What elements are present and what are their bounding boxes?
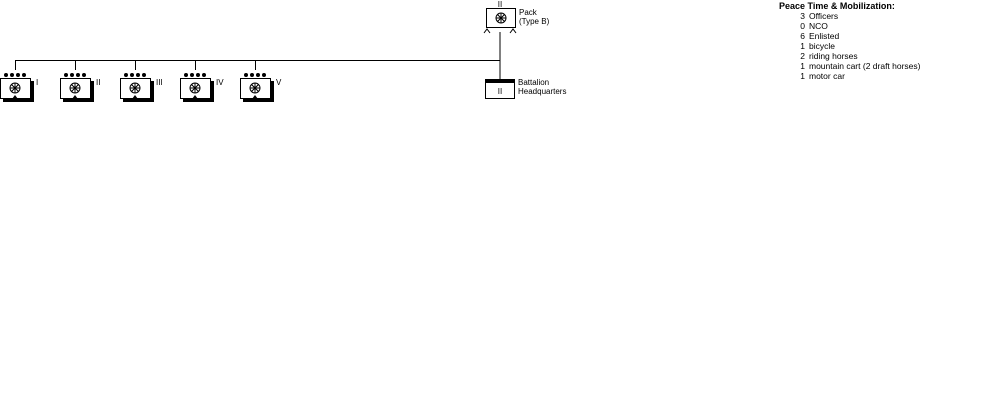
- org-lines: [15, 32, 501, 80]
- strength-row: 1 motor car: [779, 71, 921, 81]
- battery-label: V: [276, 78, 282, 87]
- wheel-icon: [189, 82, 201, 94]
- pack-mark-icon: [252, 95, 258, 99]
- battery-5: V: [240, 73, 282, 102]
- unit-label-line1: Pack: [519, 8, 538, 17]
- hq-band: [485, 79, 515, 83]
- parent-unit: II Pack (Type B): [483, 0, 550, 34]
- strength-table: Peace Time & Mobilization: 3 Officers 0 …: [779, 1, 921, 81]
- strength-item: Officers: [809, 11, 839, 21]
- strength-count: 2: [800, 51, 805, 61]
- strength-item: bicycle: [809, 41, 835, 51]
- strength-count: 1: [800, 61, 805, 71]
- strength-count: 1: [800, 71, 805, 81]
- battery-label: II: [96, 78, 100, 87]
- pack-mark-icon: [192, 95, 198, 99]
- strength-count: 0: [800, 21, 805, 31]
- pack-mark-icon: [12, 95, 18, 99]
- battalion-hq: II Battalion Headquarters: [485, 78, 566, 99]
- pack-legs-icon: [483, 28, 517, 34]
- battery-size-dots: [184, 73, 206, 77]
- wheel-icon: [69, 82, 81, 94]
- battery-1: I: [0, 73, 38, 102]
- strength-item: motor car: [809, 71, 845, 81]
- strength-row: 1 mountain cart (2 draft horses): [779, 61, 921, 71]
- strength-count: 1: [800, 41, 805, 51]
- strength-item: NCO: [809, 21, 828, 31]
- strength-item: mountain cart (2 draft horses): [809, 61, 921, 71]
- battery-4: IV: [180, 73, 224, 102]
- strength-title: Peace Time & Mobilization:: [779, 1, 895, 11]
- hq-label-line2: Headquarters: [518, 87, 566, 96]
- strength-row: 1 bicycle: [779, 41, 921, 51]
- battery-size-dots: [124, 73, 146, 77]
- wheel-icon: [249, 82, 261, 94]
- unit-label-line2: (Type B): [519, 17, 550, 26]
- strength-row: 2 riding horses: [779, 51, 921, 61]
- strength-row: 3 Officers: [779, 11, 921, 21]
- battery-3: III: [120, 73, 163, 102]
- strength-item: riding horses: [809, 51, 858, 61]
- strength-count: 3: [800, 11, 805, 21]
- wheel-icon: [495, 12, 507, 24]
- battery-label: IV: [216, 78, 224, 87]
- hq-designation: II: [498, 87, 502, 96]
- battery-2: II: [60, 73, 100, 102]
- pack-mark-icon: [72, 95, 78, 99]
- hq-label-line1: Battalion: [518, 78, 549, 87]
- pack-mark-icon: [132, 95, 138, 99]
- battery-label: I: [36, 78, 38, 87]
- wheel-icon: [129, 82, 141, 94]
- battery-label: III: [156, 78, 163, 87]
- wheel-icon: [9, 82, 21, 94]
- battery-size-dots: [64, 73, 86, 77]
- strength-count: 6: [800, 31, 805, 41]
- unit-size-marker: II: [498, 0, 502, 9]
- strength-row: 0 NCO: [779, 21, 921, 31]
- battery-size-dots: [244, 73, 266, 77]
- strength-row: 6 Enlisted: [779, 31, 921, 41]
- strength-item: Enlisted: [809, 31, 840, 41]
- battery-size-dots: [4, 73, 26, 77]
